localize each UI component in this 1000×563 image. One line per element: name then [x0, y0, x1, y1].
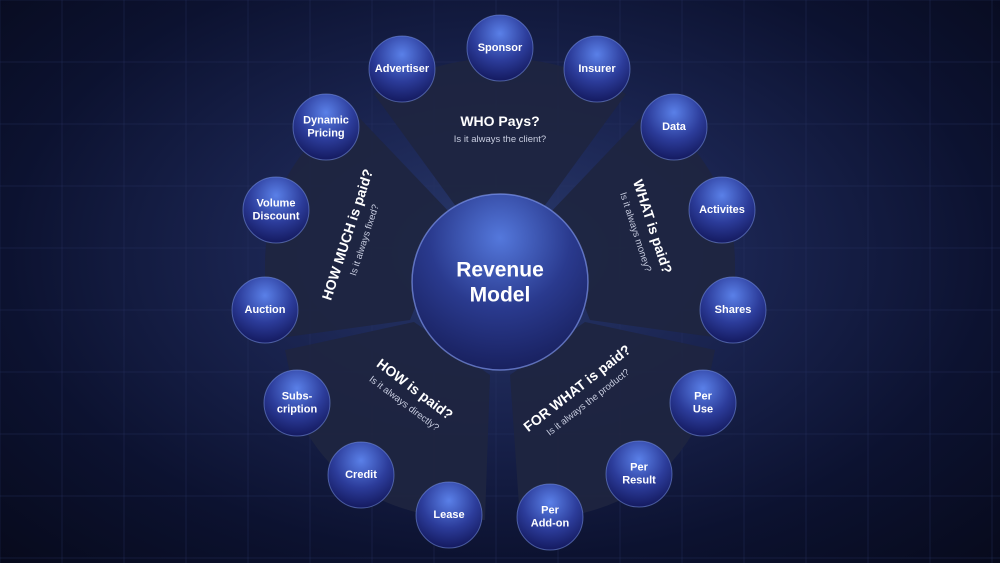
- center-label-line1: Revenue: [456, 259, 544, 282]
- node-data[interactable]: Data: [640, 93, 708, 161]
- node-label: Credit: [345, 469, 377, 481]
- sector-how: [285, 322, 490, 520]
- node-auction[interactable]: Auction: [231, 276, 299, 344]
- node-label: Insurer: [578, 63, 616, 75]
- node-circle: [466, 14, 534, 82]
- node-label: Add-on: [531, 518, 570, 530]
- node-label: Sponsor: [478, 42, 523, 54]
- node-credit[interactable]: Credit: [327, 441, 395, 509]
- node-label: Result: [622, 475, 656, 487]
- node-circle: [327, 441, 395, 509]
- node-circle: [231, 276, 299, 344]
- sector-who: [374, 58, 626, 213]
- node-insurer[interactable]: Insurer: [563, 35, 631, 103]
- node-label: Data: [662, 121, 687, 133]
- node-circle: [605, 440, 673, 508]
- node-sponsor[interactable]: Sponsor: [466, 14, 534, 82]
- sector-howmuch: [265, 108, 452, 340]
- node-label: Volume: [257, 198, 296, 210]
- node-advertiser[interactable]: Advertiser: [368, 35, 436, 103]
- node-circle: [669, 369, 737, 437]
- center-node[interactable]: Revenue Model: [411, 193, 589, 371]
- node-label: Dynamic: [303, 115, 349, 127]
- section-title-who: WHO Pays?: [460, 113, 539, 129]
- section-subtitle-who: Is it always the client?: [454, 134, 546, 145]
- node-lease[interactable]: Lease: [415, 481, 483, 549]
- node-circle: [242, 176, 310, 244]
- node-subscription[interactable]: Subs-cription: [263, 369, 331, 437]
- node-label: Auction: [245, 304, 286, 316]
- sector-what: [548, 108, 735, 340]
- sectors: [265, 58, 735, 520]
- node-circle: [640, 93, 708, 161]
- node-label: Activites: [699, 204, 745, 216]
- nodes: SponsorInsurerDataActivitesSharesPerUseP…: [231, 14, 767, 551]
- node-circle: [563, 35, 631, 103]
- section-who: WHO Pays? Is it always the client?: [454, 113, 546, 145]
- node-circle: [699, 276, 767, 344]
- node-label: cription: [277, 404, 318, 416]
- node-activites[interactable]: Activites: [688, 176, 756, 244]
- node-label: Per: [541, 505, 559, 517]
- center-label-line2: Model: [470, 284, 531, 307]
- node-label: Lease: [433, 509, 464, 521]
- node-label: Advertiser: [375, 63, 430, 75]
- node-label: Subs-: [282, 391, 313, 403]
- node-shares[interactable]: Shares: [699, 276, 767, 344]
- node-circle: [368, 35, 436, 103]
- node-circle: [516, 483, 584, 551]
- node-label: Use: [693, 404, 713, 416]
- node-circle: [263, 369, 331, 437]
- node-circle: [292, 93, 360, 161]
- node-label: Discount: [252, 211, 299, 223]
- sector-forwhat: [510, 322, 715, 520]
- node-label: Shares: [715, 304, 752, 316]
- node-circle: [415, 481, 483, 549]
- node-circle: [688, 176, 756, 244]
- node-label: Per: [694, 391, 712, 403]
- node-label: Per: [630, 462, 648, 474]
- node-label: Pricing: [307, 128, 344, 140]
